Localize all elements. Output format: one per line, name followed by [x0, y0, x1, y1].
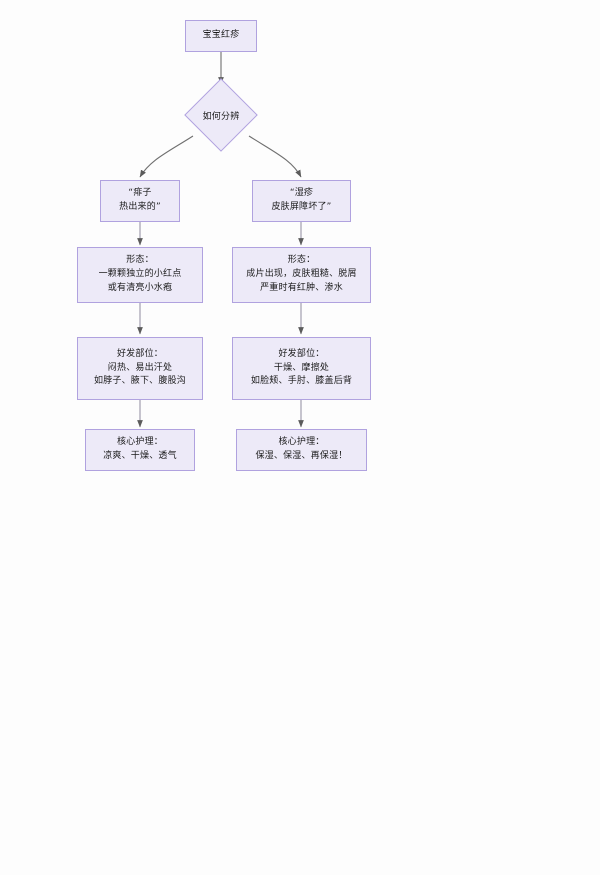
node-left-site-line3: 如脖子、腋下、腹股沟	[93, 376, 186, 387]
node-right-branch-line2: 皮肤屏障坏了”	[271, 202, 332, 212]
node-right-form-line1: 形态：	[287, 255, 316, 266]
node-right-branch-line1: “湿疹	[289, 188, 314, 199]
node-right-site-line1: 好发部位：	[278, 348, 325, 359]
node-right-care-line1: 核心护理：	[278, 437, 325, 448]
node-right-care-line2: 保湿、保湿、再保湿！	[255, 451, 348, 461]
node-left-care-line1: 核心护理：	[116, 437, 163, 448]
node-root[interactable]: 宝宝红疹	[185, 20, 257, 52]
node-left-site[interactable]: 好发部位： 闷热、易出汗处 如脖子、腋下、腹股沟	[77, 337, 203, 400]
node-right-site-line3: 如脸颊、手肘、膝盖后背	[250, 376, 353, 387]
node-left-branch-line1: “痱子	[128, 188, 152, 199]
node-right-form-line3: 严重时有红肿、渗水	[260, 282, 343, 293]
node-left-site-line2: 闷热、易出汗处	[107, 362, 173, 373]
node-left-site-line1: 好发部位：	[116, 348, 163, 359]
node-left-form-line1: 形态：	[126, 255, 154, 266]
node-right-site[interactable]: 好发部位： 干燥、摩擦处 如脸颊、手肘、膝盖后背	[232, 337, 371, 400]
node-right-site-line2: 干燥、摩擦处	[273, 362, 330, 373]
node-left-branch-line2: 热出来的”	[119, 202, 161, 212]
node-right-branch[interactable]: “湿疹 皮肤屏障坏了”	[252, 180, 351, 222]
node-right-care[interactable]: 核心护理： 保湿、保湿、再保湿！	[236, 429, 367, 471]
node-left-form-line2: 一颗颗独立的小红点	[98, 269, 182, 280]
node-root-label: 宝宝红疹	[202, 30, 240, 41]
node-left-form-line3: 或有清亮小水疱	[107, 282, 173, 293]
node-right-form-line2: 成片出现，皮肤粗糙、脱屑	[246, 269, 357, 280]
node-left-branch[interactable]: “痱子 热出来的”	[100, 180, 180, 222]
node-decision-label: 如何分辨	[202, 111, 240, 122]
node-left-care-line2: 凉爽、干燥、透气	[103, 451, 177, 461]
node-right-form[interactable]: 形态： 成片出现，皮肤粗糙、脱屑 严重时有红肿、渗水	[232, 247, 371, 303]
node-left-care[interactable]: 核心护理： 凉爽、干燥、透气	[85, 429, 195, 471]
node-decision[interactable]: 如何分辨	[184, 78, 258, 152]
node-left-form[interactable]: 形态： 一颗颗独立的小红点 或有清亮小水疱	[77, 247, 203, 303]
